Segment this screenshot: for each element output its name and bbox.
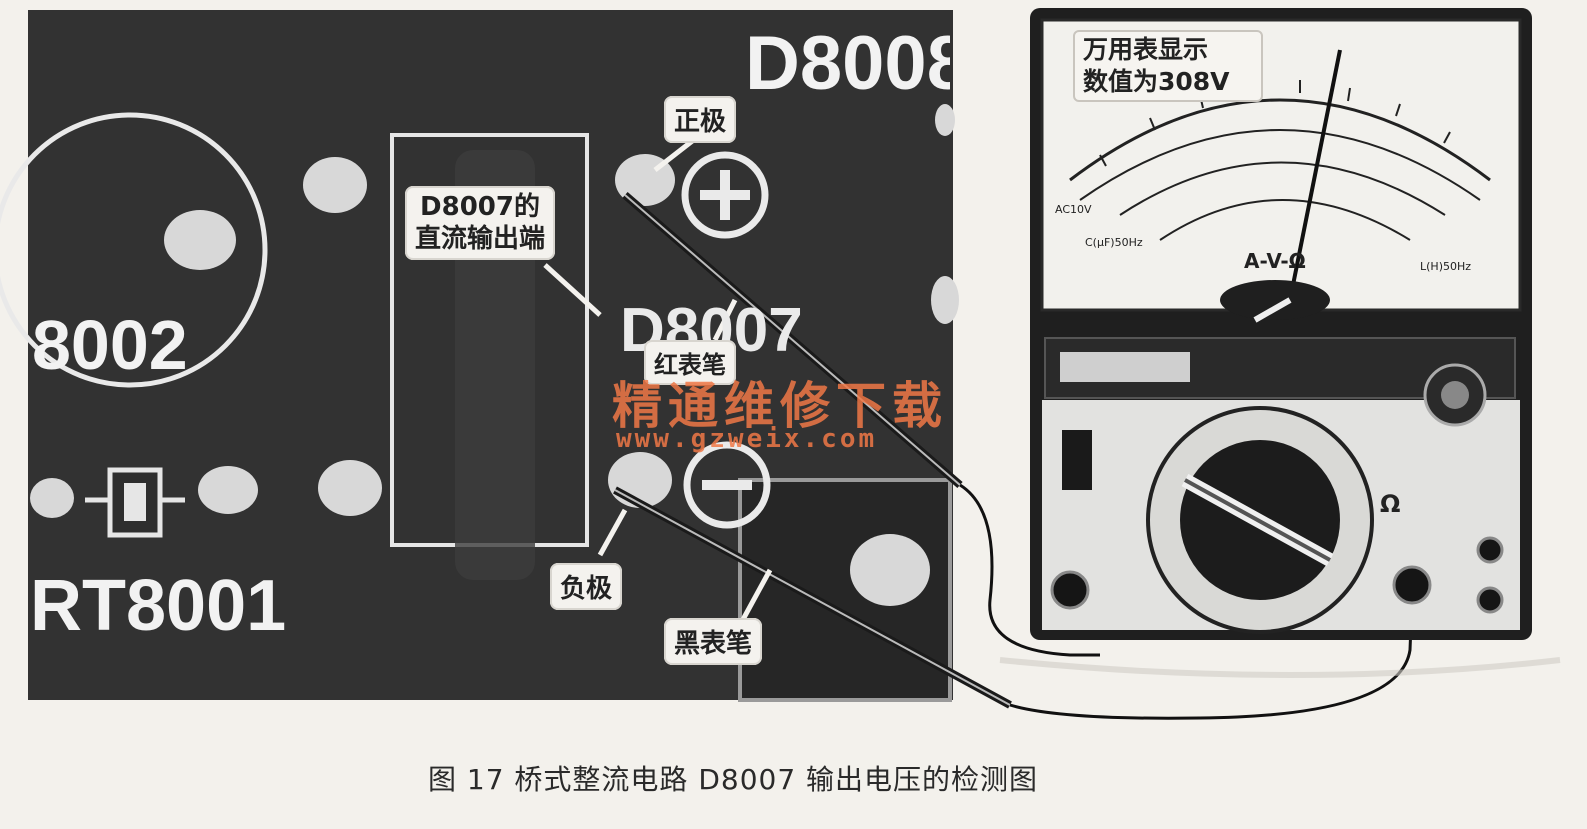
fuse-symbol bbox=[85, 467, 185, 538]
meter-scale-l: L(H)50Hz bbox=[1420, 260, 1471, 273]
meter-needle bbox=[1288, 49, 1342, 301]
meter-mode-text: A-V-Ω bbox=[1244, 249, 1306, 273]
component-circle-outline bbox=[0, 112, 268, 388]
meter-note-line2: 数值为308V bbox=[1083, 67, 1230, 96]
silk-rt8001: RT8001 bbox=[30, 566, 287, 646]
label-dc-output-line2: 直流输出端 bbox=[415, 224, 546, 254]
watermark-cn: 精通维修下载 bbox=[612, 377, 948, 435]
label-pointers bbox=[543, 133, 773, 627]
meter-scale-ac: AC10V bbox=[1055, 203, 1092, 216]
watermark-url: www.gzweix.com bbox=[616, 424, 878, 454]
label-red-probe: 红表笔 bbox=[644, 340, 736, 385]
label-negative: 负极 bbox=[550, 563, 623, 610]
label-positive: 正极 bbox=[664, 96, 737, 143]
meter-reading-note: 万用表显示 数值为308V bbox=[1073, 30, 1263, 102]
label-black-probe: 黑表笔 bbox=[664, 618, 763, 665]
meter-dial-symbol: Ω bbox=[1380, 490, 1400, 518]
minus-symbol bbox=[683, 441, 771, 529]
plus-symbol bbox=[681, 151, 769, 239]
red-probe bbox=[622, 191, 1100, 657]
black-probe bbox=[613, 486, 1414, 720]
multimeter bbox=[1030, 8, 1532, 640]
silk-d8008: D8008 bbox=[745, 26, 950, 102]
meter-scale-c: C(μF)50Hz bbox=[1085, 236, 1143, 249]
label-dc-output: D8007的 直流输出端 bbox=[405, 186, 556, 260]
label-dc-output-line1: D8007的 bbox=[420, 192, 540, 222]
solder-pads bbox=[30, 104, 959, 606]
figure-caption: 图 17 桥式整流电路 D8007 输出电压的检测图 bbox=[428, 763, 1039, 796]
silk-8002: 8002 bbox=[32, 306, 188, 384]
meter-note-line1: 万用表显示 bbox=[1083, 35, 1209, 64]
